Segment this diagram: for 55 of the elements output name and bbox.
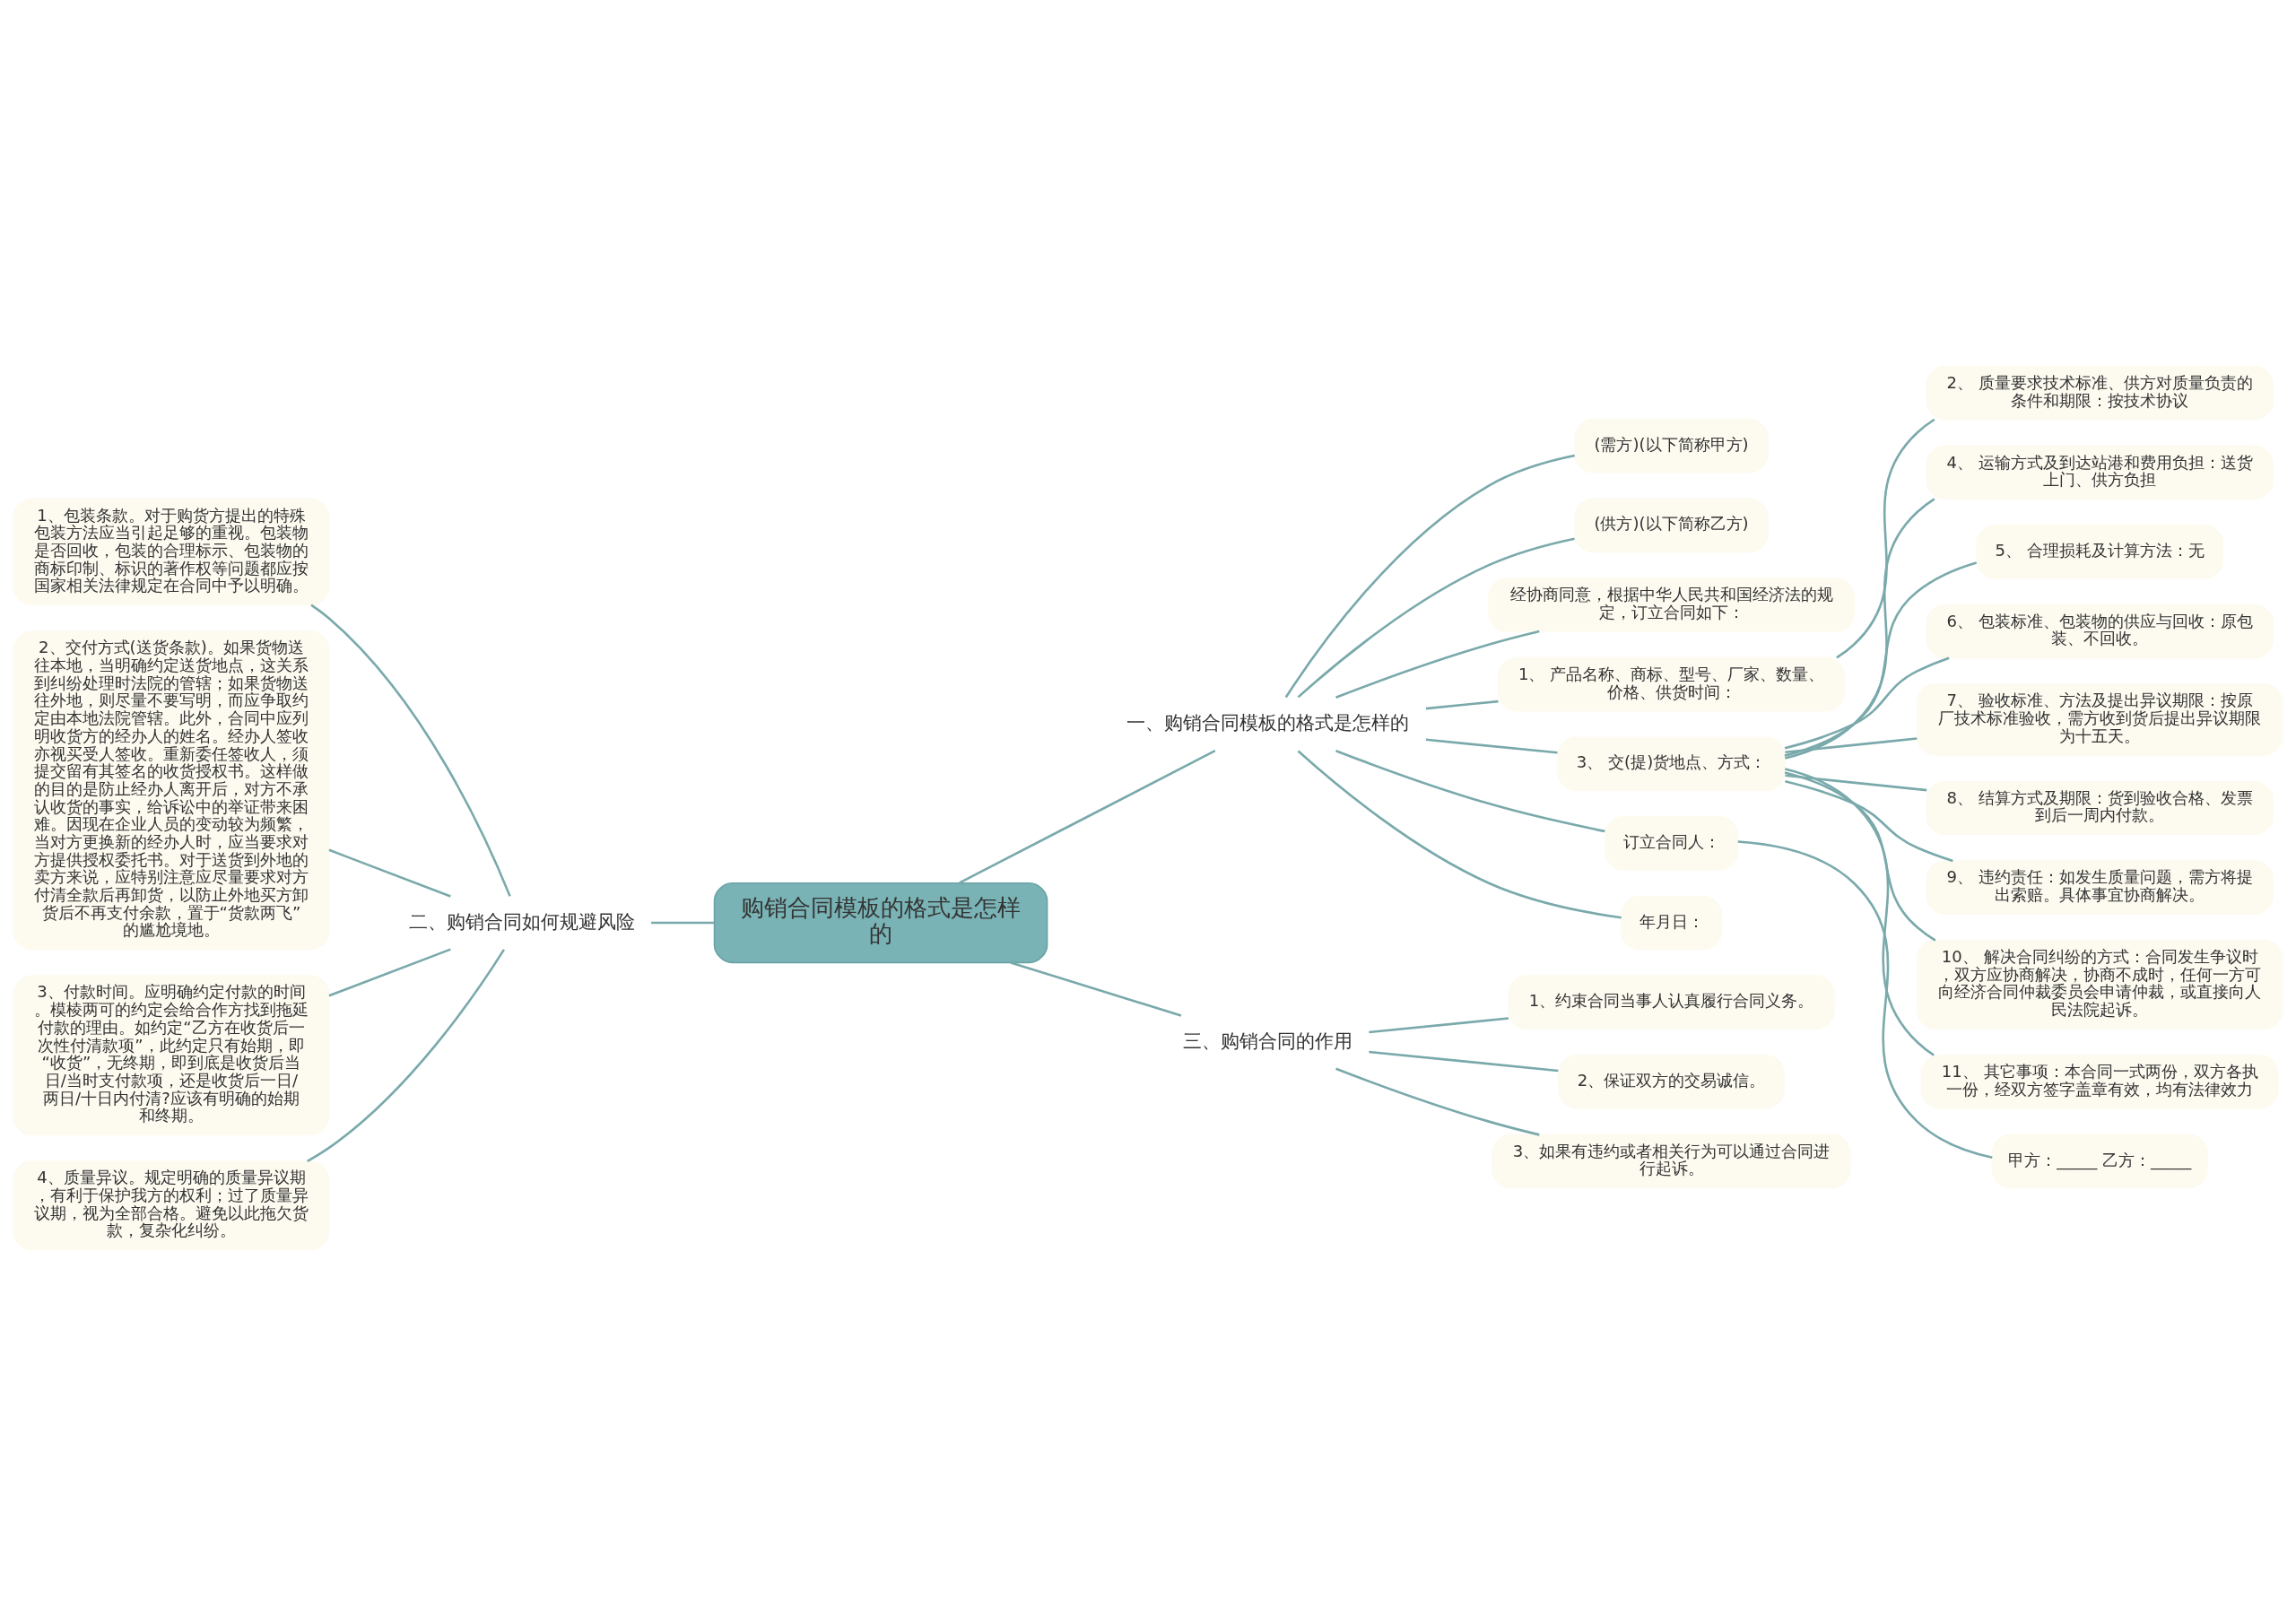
node-box: 购销合同模板的格式是怎样的 xyxy=(713,882,1048,964)
connector xyxy=(1284,454,1576,699)
node-box: 7、 验收标准、方法及提出异议期限：按原厂技术标准验收，需方收到货后提出异议期限为十五天。 xyxy=(1916,683,2283,756)
node-box: 3、 交(提)货地点、方式： xyxy=(1557,736,1786,792)
connector xyxy=(1297,750,1622,919)
node-box: 3、付款时间。应明确约定付款的时间。模棱两可的约定会给合作方找到拖延付款的理由。如约定“乙方在收货后一次性付清款项”，此约定只有始期，即“收货”，无终期，即到底是收货后当日/当时支付款项，还是收货后一日/两日/十日内付清?应该有明确的始期和终期。 xyxy=(13,975,330,1136)
connector xyxy=(651,921,714,925)
node-box: 订立合同人： xyxy=(1604,816,1739,871)
node-text: 一、购销合同模板的格式是怎样的 xyxy=(1126,711,1410,734)
connector xyxy=(1784,656,1950,750)
connector xyxy=(328,948,451,997)
node-box: (供方)(以下简称乙方) xyxy=(1574,498,1769,553)
connector xyxy=(1784,771,1936,942)
connector xyxy=(1335,1067,1540,1136)
node-box: 9、 违约责任：如发生质量问题，需方将提出索赔。具体事宜协商解决。 xyxy=(1926,860,2274,915)
connector xyxy=(1297,537,1575,699)
node-box: 1、 产品名称、商标、型号、厂家、数量、价格、供货时间： xyxy=(1497,656,1846,712)
node-box: 4、 运输方式及到达站港和费用负担：送货上门、供方负担 xyxy=(1926,445,2274,500)
node-box: 4、质量异议。规定明确的质量异议期，有利于保护我方的权利；过了质量异议期，视为全部合格。避免以此拖欠货款，复杂化纠纷。 xyxy=(13,1160,330,1251)
connector xyxy=(328,848,451,898)
node-box: 2、交付方式(送货条款)。如果货物送往本地，当明确约定送货地点，这关系到纠纷处理时法院的管辖；如果货物送往外地，则尽量不要写明，而应争取约定由本地法院管辖。此外，合同中应列明收货方的经办人的姓名。经办人签收亦视买受人签收。重新委任签收人，须提交留有其签名的收货授权书。这样做的目的是防止经办人离开后，对方不承认收货的事实，给诉讼中的举证带来困难。因现在企业人员的变动较为频繁，当对方更换新的经办人时，应当要求对方提供授权委托书。对于送货到外地的卖方来说，应特别注意应尽量要求对方付清全款后再卸货，以防止外地买方卸货后不再支付余款，置于“货款两飞”的尴尬境地。 xyxy=(13,630,330,951)
node-text: 二、购销合同如何规避风险 xyxy=(408,909,635,933)
node-box: 3、如果有违约或者相关行为可以通过合同进行起诉。 xyxy=(1492,1134,1851,1189)
connector xyxy=(1785,774,1927,792)
node-box: 11、 其它事项：本合同一式两份，双方各执一份，经双方签字盖章有效，均有法律效力 xyxy=(1920,1054,2279,1109)
node-box: 2、 质量要求技术标准、供方对质量负责的条件和期限：按技术协议 xyxy=(1926,365,2274,421)
node-box: 10、 解决合同纠纷的方式：合同发生争议时，双方应协商解决，协商不成时，任何一方可向经济合同仲裁委员会申请仲裁，或直接向人民法院起诉。 xyxy=(1916,939,2283,1030)
connector xyxy=(1737,840,1993,1159)
node-box: 6、 包装标准、包装物的供应与回收：原包装、不回收。 xyxy=(1926,604,2274,659)
connector xyxy=(1784,561,1978,757)
connector xyxy=(1335,749,1605,833)
connector xyxy=(1836,418,1935,659)
connector xyxy=(1335,630,1540,699)
connector xyxy=(307,949,506,1162)
node-box: 2、保证双方的交易诚信。 xyxy=(1558,1054,1785,1109)
node-box: 1、包装条款。对于购货方提出的特殊包装方法应当引起足够的重视。包装物是否回收，包装的合理标示、包装物的商标印制、标识的著作权等问题都应按国家相关法律规定在合同中予以明确。 xyxy=(13,498,330,606)
connector xyxy=(1369,1017,1509,1034)
node-box: 经协商同意，根据中华人民共和国经济法的规定，订立合同如下： xyxy=(1488,578,1855,632)
connector xyxy=(1425,699,1499,710)
node-box: 1、约束合同当事人认真履行合同义务。 xyxy=(1508,975,1835,1030)
connector xyxy=(1010,961,1182,1017)
connector xyxy=(959,749,1216,884)
node-text: 三、购销合同的作用 xyxy=(1183,1029,1353,1052)
connector xyxy=(1785,737,1918,754)
node-box: (需方)(以下简称甲方) xyxy=(1574,418,1769,474)
node-box: 5、 合理损耗及计算方法：无 xyxy=(1976,525,2224,579)
node-box: 8、 结算方式及期限：货到验收合格、发票到后一周内付款。 xyxy=(1926,780,2274,836)
connector xyxy=(1425,738,1558,754)
node-box: 年月日： xyxy=(1620,895,1723,951)
connector xyxy=(1785,768,1935,1056)
connector xyxy=(1369,1050,1559,1073)
node-box: 甲方：_____ 乙方：_____ xyxy=(1991,1134,2208,1189)
connector xyxy=(310,604,511,897)
connector xyxy=(1785,779,1953,863)
connector xyxy=(1785,498,1935,760)
